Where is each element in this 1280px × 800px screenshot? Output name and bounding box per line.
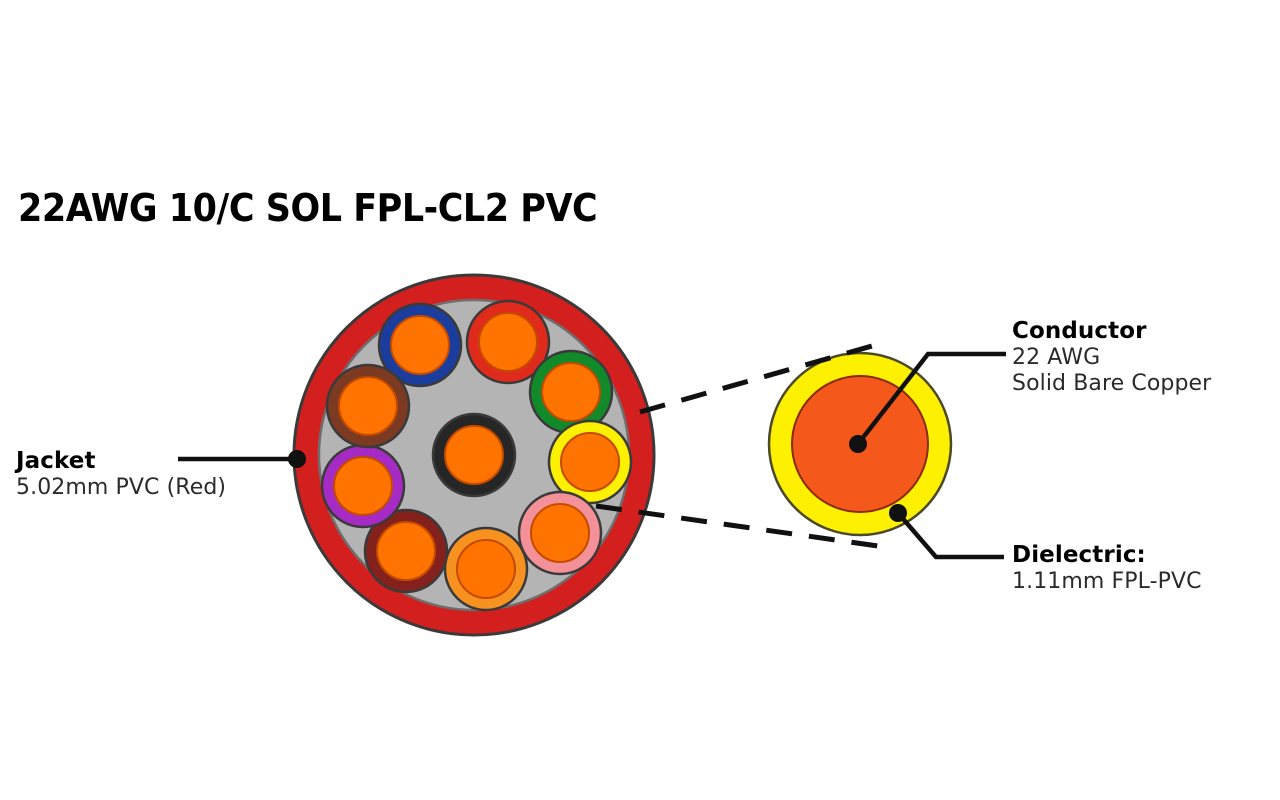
conductor-copper-green: [541, 362, 601, 422]
leader-dot-jacket: [288, 450, 306, 468]
conductor-copper-red: [478, 312, 538, 372]
conductor-copper-violet: [333, 456, 393, 516]
leader-line-conductor: [856, 351, 1006, 446]
jacket-label-heading: Jacket: [16, 448, 96, 474]
leader-dot-dielectric: [889, 504, 907, 522]
conductor-copper-brown: [338, 376, 398, 436]
jacket-label: Jacket 5.02mm PVC (Red): [16, 448, 226, 501]
leader-line-dielectric: [896, 511, 1004, 560]
leader-dot-conductor: [849, 435, 867, 453]
conductor-copper-blue: [390, 315, 450, 375]
conductor-label-heading: Conductor: [1012, 318, 1147, 344]
conductor-copper-black: [444, 425, 504, 485]
callout-dash-bottom: [595, 503, 893, 551]
conductor-copper-orange: [456, 539, 516, 599]
conductor-label: Conductor 22 AWG Solid Bare Copper: [1012, 318, 1211, 397]
dielectric-label: Dielectric: 1.11mm FPL-PVC: [1012, 542, 1202, 595]
conductor-copper-yellow: [560, 432, 620, 492]
dielectric-label-heading: Dielectric:: [1012, 542, 1146, 568]
conductor-label-material: Solid Bare Copper: [1012, 371, 1212, 396]
conductor-copper-maroon: [376, 521, 436, 581]
jacket-label-detail: 5.02mm PVC (Red): [16, 475, 227, 500]
conductor-label-gauge: 22 AWG: [1012, 345, 1101, 370]
dielectric-label-detail: 1.11mm FPL-PVC: [1012, 569, 1202, 594]
conductor-copper-pink: [530, 503, 590, 563]
page-title: 22AWG 10/C SOL FPL-CL2 PVC: [18, 186, 598, 230]
